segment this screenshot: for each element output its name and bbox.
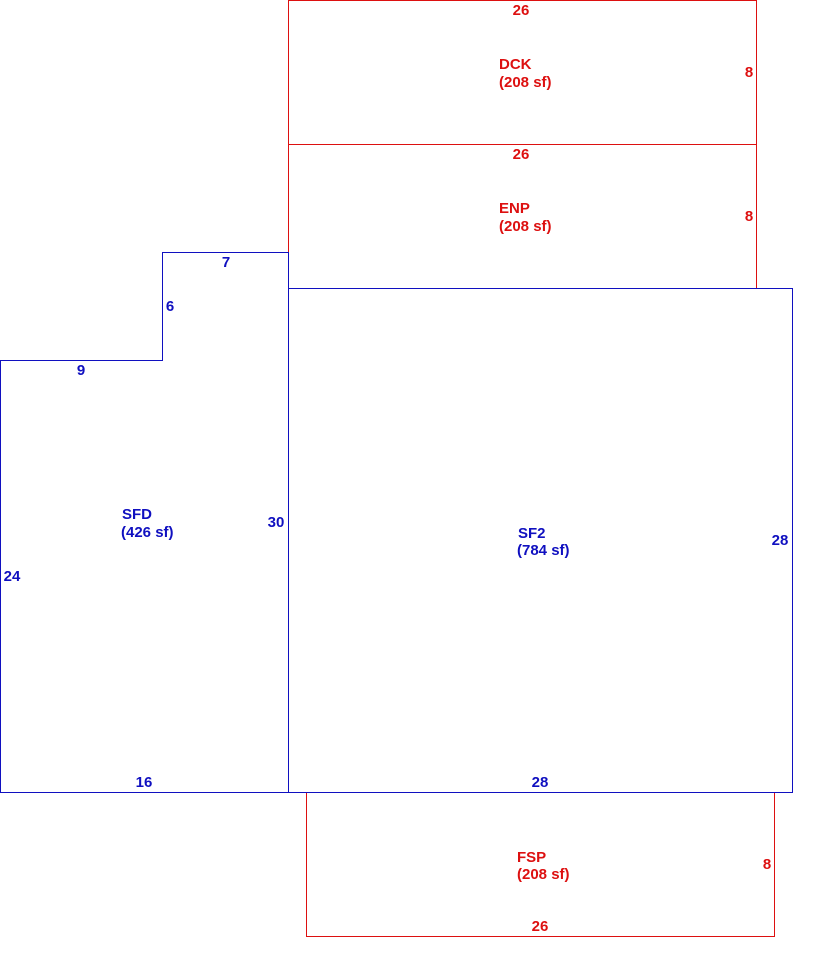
sfd-area: (426 sf) (121, 524, 174, 541)
area-fsp: 8 26 FSP (208 sf) (306, 792, 775, 937)
dck-dim-top: 26 (513, 2, 530, 19)
sfd-dim-bottom: 16 (136, 774, 153, 791)
sf2-dim-right: 28 (772, 532, 789, 549)
sf2-outline (288, 288, 793, 793)
dck-area: (208 sf) (499, 74, 552, 91)
sf2-code: SF2 (518, 525, 546, 542)
sfd-dim-top: 7 (222, 254, 230, 271)
fsp-dim-side: 8 (763, 856, 771, 873)
fsp-code: FSP (517, 849, 546, 866)
enp-code: ENP (499, 200, 530, 217)
area-dck: 26 8 DCK (208 sf) (288, 0, 757, 145)
sfd-dim-step-top: 9 (77, 362, 85, 379)
sf2-area: (784 sf) (517, 542, 570, 559)
sfd-dim-left: 24 (4, 568, 21, 585)
area-sfd: 7 6 9 24 30 16 SFD (426 sf) (0, 252, 289, 793)
sfd-dim-step-side: 6 (166, 298, 174, 315)
enp-dim-top: 26 (513, 146, 530, 163)
dck-code: DCK (499, 56, 532, 73)
enp-dim-side: 8 (745, 208, 753, 225)
fsp-dim-bottom: 26 (532, 918, 549, 935)
fsp-outline (306, 792, 775, 937)
area-sf2: 28 28 SF2 (784 sf) (288, 288, 793, 793)
fsp-area: (208 sf) (517, 866, 570, 883)
sfd-code: SFD (122, 506, 152, 523)
sfd-dim-right: 30 (268, 514, 285, 531)
area-enp: 26 8 ENP (208 sf) (288, 144, 757, 289)
dck-dim-side: 8 (745, 64, 753, 81)
sf2-dim-bottom: 28 (532, 774, 549, 791)
sfd-outline (0, 252, 289, 793)
enp-area: (208 sf) (499, 218, 552, 235)
